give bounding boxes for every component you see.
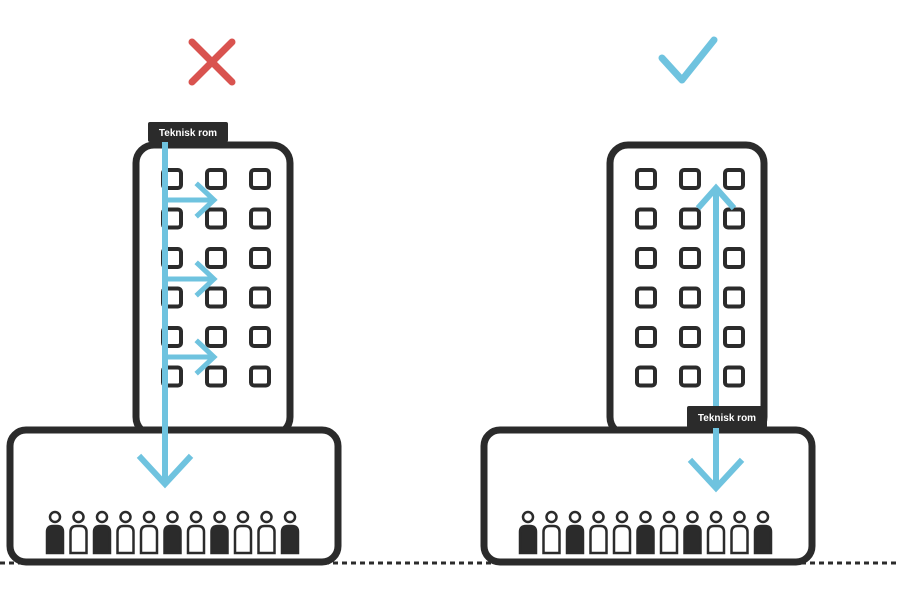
tower-windows	[635, 168, 745, 388]
person-filled	[45, 510, 65, 555]
person-filled	[280, 510, 300, 555]
window	[635, 365, 657, 388]
window	[723, 326, 745, 348]
panel-wrong: Teknisk rom	[6, 38, 342, 566]
window	[635, 247, 657, 269]
person-outline	[706, 510, 726, 555]
window	[635, 286, 657, 309]
person-outline	[233, 510, 253, 555]
down-arrow-head	[136, 453, 194, 489]
window	[635, 207, 657, 230]
window	[205, 168, 227, 190]
window	[723, 365, 745, 388]
window	[205, 365, 227, 388]
window	[249, 247, 271, 269]
person-filled	[210, 510, 229, 555]
cross-icon	[188, 38, 236, 86]
technical-room-label: Teknisk rom	[687, 406, 767, 428]
person-outline	[116, 510, 135, 555]
window	[205, 207, 227, 230]
person-filled	[753, 510, 773, 555]
window	[723, 286, 745, 309]
person-filled	[163, 510, 182, 555]
base-building	[6, 426, 342, 566]
checkmark-icon	[658, 36, 718, 84]
air-flow-arrows	[687, 183, 745, 493]
person-outline	[589, 510, 608, 555]
person-outline	[257, 510, 276, 555]
window	[249, 286, 271, 309]
person-outline	[186, 510, 206, 555]
person-outline	[659, 510, 679, 555]
window	[679, 286, 701, 309]
down-arrow-head	[687, 457, 745, 493]
technical-room-label-text: Teknisk rom	[159, 128, 217, 139]
window	[679, 326, 701, 348]
base-building	[480, 426, 816, 566]
person-outline	[69, 510, 88, 555]
technical-room-label: Teknisk rom	[148, 122, 228, 142]
window	[249, 365, 271, 388]
window	[679, 168, 701, 190]
window	[723, 168, 745, 190]
window	[679, 207, 701, 230]
window	[635, 326, 657, 348]
people-row	[45, 510, 300, 555]
window	[205, 326, 227, 348]
technical-room-label-text: Teknisk rom	[698, 413, 756, 424]
window	[635, 168, 657, 190]
window	[679, 365, 701, 388]
window	[205, 286, 227, 309]
tower-windows	[161, 168, 271, 388]
air-flow-arrows	[136, 142, 218, 489]
window	[249, 207, 271, 230]
person-filled	[565, 510, 585, 555]
window	[205, 247, 227, 269]
panel-correct: Teknisk rom	[480, 36, 816, 566]
person-outline	[612, 510, 632, 555]
person-filled	[92, 510, 112, 555]
person-filled	[636, 510, 655, 555]
window	[249, 168, 271, 190]
person-filled	[683, 510, 702, 555]
person-outline	[542, 510, 561, 555]
window	[723, 207, 745, 230]
branch-arrow-3	[162, 338, 218, 376]
person-outline	[139, 510, 159, 555]
person-outline	[730, 510, 749, 555]
person-filled	[518, 510, 538, 555]
up-arrow-head	[695, 183, 737, 211]
branch-arrow-2	[162, 260, 218, 298]
people-row	[518, 510, 773, 555]
window	[679, 247, 701, 269]
window	[723, 247, 745, 269]
window	[249, 326, 271, 348]
branch-arrow-1	[162, 181, 218, 219]
